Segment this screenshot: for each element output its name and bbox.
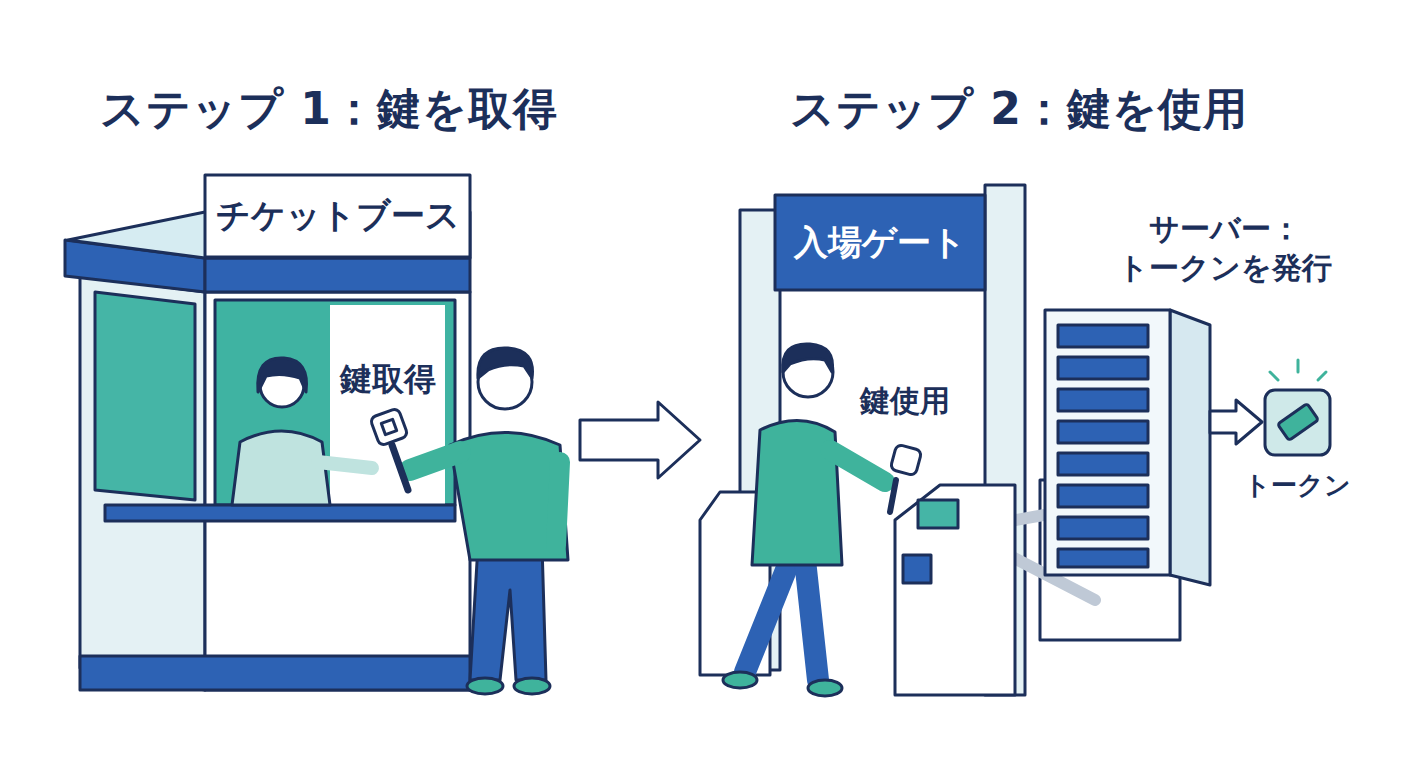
walking-figure: [890, 480, 896, 512]
entrance-gate: [895, 485, 1015, 695]
ticket-booth: [205, 175, 470, 257]
flow-arrow: [580, 402, 700, 478]
ticket-booth: [205, 292, 470, 690]
entrance-gate: [903, 555, 931, 583]
ticket-booth-node: チケットブース鍵取得: [65, 170, 580, 695]
walking-figure: [830, 450, 885, 482]
step-title: ステップ 1：鍵を取得: [100, 80, 558, 139]
entrance-gate-node: 入場ゲート鍵使用: [700, 185, 1040, 695]
walking-figure: [890, 444, 922, 476]
server-rack: [1058, 453, 1148, 475]
server-rack: [1058, 485, 1148, 507]
customer-figure: [410, 348, 568, 694]
token-icon: [1270, 372, 1278, 380]
server-rack: [1058, 325, 1148, 347]
server-rack: [1058, 421, 1148, 443]
customer-figure: [556, 462, 560, 545]
server-heading: サーバー： トークンを発行: [1100, 200, 1350, 295]
token-icon: [1297, 360, 1300, 372]
key-icon: [370, 408, 408, 446]
entrance-gate: [918, 500, 958, 528]
ticket-booth: [80, 276, 205, 690]
key-icon: [392, 445, 408, 490]
key-icon: [381, 419, 396, 434]
customer-figure: [470, 545, 546, 680]
server-rack: [1058, 549, 1148, 567]
server-node: サーバー： トークンを発行: [1045, 310, 1210, 580]
walking-figure: [723, 672, 757, 688]
token-icon: [1265, 360, 1330, 455]
entrance-gate: [700, 185, 1180, 695]
customer-figure: [410, 452, 460, 470]
step-title: ステップ 2：鍵を使用: [790, 80, 1248, 139]
customer-figure: [478, 348, 533, 378]
gate-sign: 入場ゲート: [775, 195, 985, 290]
customer-figure: [514, 678, 550, 694]
ticket-booth: [95, 292, 195, 500]
key-icon: [370, 408, 408, 490]
ticket-booth: [65, 175, 470, 690]
token-icon: [1265, 390, 1330, 455]
entrance-gate: [775, 195, 985, 290]
booth-sign: チケットブース: [205, 175, 470, 255]
walking-figure: [808, 680, 842, 696]
walking-figure: [805, 560, 818, 680]
server-rack: [1045, 310, 1170, 575]
customer-figure: [467, 678, 503, 694]
token-icon: [1318, 372, 1326, 380]
step-caption: 鍵取得: [330, 355, 445, 405]
server-rack: [1058, 517, 1148, 539]
ticket-booth: [105, 505, 455, 521]
clerk-figure: [318, 462, 372, 468]
server-rack: [1170, 310, 1210, 585]
server-rack: [1058, 389, 1148, 411]
server-rack: [1058, 357, 1148, 379]
walking-figure: [745, 560, 790, 672]
server-rack: [1045, 310, 1210, 585]
token-node: トークン: [1262, 388, 1332, 456]
ticket-booth: [205, 258, 470, 292]
clerk-figure: [258, 358, 307, 392]
token-caption: トークン: [1232, 466, 1362, 506]
flow-arrow: [1210, 400, 1262, 444]
walking-figure: [783, 344, 833, 372]
ticket-booth: [80, 656, 470, 690]
step-caption: 鍵使用: [845, 375, 965, 425]
token-icon: [1278, 403, 1319, 440]
